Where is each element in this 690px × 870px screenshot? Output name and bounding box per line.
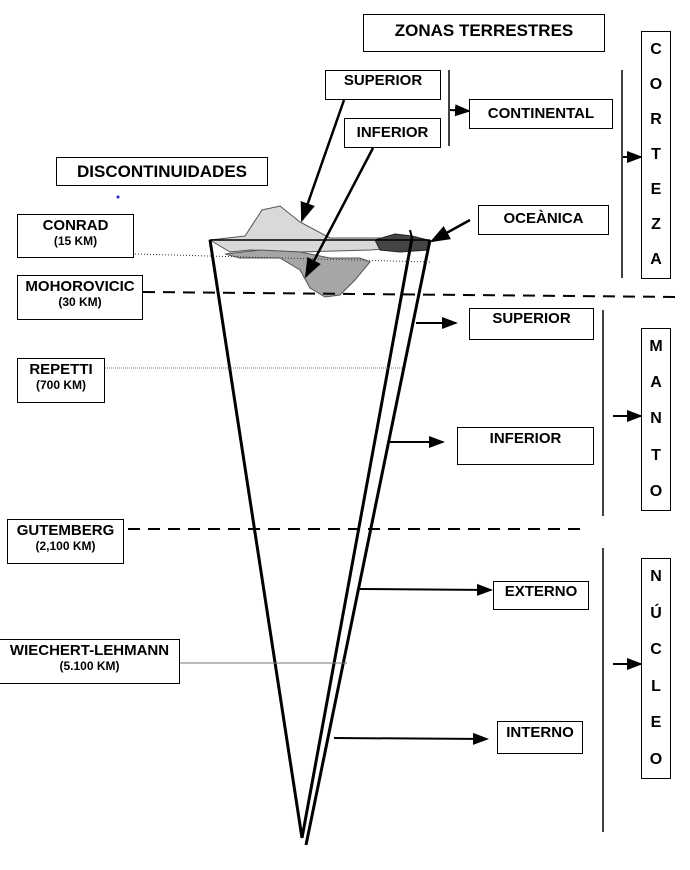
gutemberg-name: GUTEMBERG: [16, 522, 115, 539]
discontinuities-title: DISCONTINUIDADES: [56, 157, 268, 186]
oceanic-crust-shape: [374, 233, 429, 253]
manto-letter: A: [650, 374, 662, 392]
page-title: ZONAS TERRESTRES: [363, 14, 605, 52]
nucleo-letter: N: [650, 568, 662, 586]
crust-inferior-box: INFERIOR: [344, 118, 441, 148]
conrad-line: [134, 253, 431, 263]
continental-box: CONTINENTAL: [469, 99, 613, 129]
core-interno-arrow: [333, 732, 489, 745]
conrad-box: CONRAD (15 KM): [17, 214, 134, 258]
manto-letter: O: [649, 482, 663, 500]
corteza-letter: C: [650, 40, 662, 58]
manto-label: M A N T O: [641, 328, 671, 511]
manto-letter: M: [649, 338, 663, 356]
nucleo-letter: E: [650, 714, 662, 732]
corteza-letter: A: [650, 251, 662, 269]
mantle-inferior-box: INFERIOR: [457, 427, 594, 465]
corteza-letter: R: [650, 110, 662, 128]
corteza-letter: Z: [651, 216, 661, 234]
oceanic-pointer: [429, 218, 471, 243]
corteza-letter: E: [650, 181, 662, 199]
nucleo-letter: Ú: [650, 604, 662, 622]
crust-superior-box: SUPERIOR: [325, 70, 441, 100]
mantle-superior-box: SUPERIOR: [469, 308, 594, 340]
core-interno-box: INTERNO: [497, 721, 583, 754]
corteza-letter: T: [651, 145, 661, 163]
mohorovicic-depth: (30 KM): [58, 295, 102, 309]
core-externo-arrow: [359, 583, 493, 596]
continental-arrow: [449, 104, 471, 117]
gutemberg-box: GUTEMBERG (2,100 KM): [7, 519, 124, 564]
repetti-depth: (700 KM): [35, 378, 86, 392]
wiechert-lehmann-box: WIECHERT-LEHMANN (5.100 KM): [0, 639, 180, 684]
continental-lower-crust-shape: [224, 249, 371, 298]
manto-letter: N: [650, 410, 662, 428]
mohorovicic-box: MOHOROVICIC (30 KM): [17, 275, 143, 320]
nucleo-letter: O: [649, 750, 663, 768]
cone-inner-edge: [300, 237, 414, 839]
repetti-name: REPETTI: [29, 361, 93, 378]
repetti-box: REPETTI (700 KM): [17, 358, 105, 403]
inferior-pointer: [304, 147, 375, 279]
conrad-name: CONRAD: [42, 217, 109, 234]
mohorovicic-name: MOHOROVICIC: [25, 278, 135, 295]
blue-dot: [116, 195, 120, 199]
nucleo-letter: C: [650, 641, 662, 659]
mohorovicic-line: [142, 291, 681, 298]
wiechert-lehmann-name: WIECHERT-LEHMANN: [9, 642, 170, 659]
corteza-label: C O R T E Z A: [641, 31, 671, 279]
wiechert-lehmann-depth: (5.100 KM): [59, 659, 120, 673]
core-externo-box: EXTERNO: [493, 581, 589, 610]
nucleo-label: N Ú C L E O: [641, 558, 671, 779]
nucleo-letter: L: [651, 677, 661, 695]
gutemberg-depth: (2,100 KM): [35, 539, 96, 553]
cone-right-edge: [304, 239, 432, 846]
superior-pointer: [300, 99, 346, 223]
oceanic-box: OCEÀNICA: [478, 205, 609, 235]
manto-letter: T: [651, 446, 661, 464]
cone-left-edge: [208, 239, 304, 839]
corteza-letter: O: [649, 75, 663, 93]
conrad-depth: (15 KM): [53, 234, 98, 248]
